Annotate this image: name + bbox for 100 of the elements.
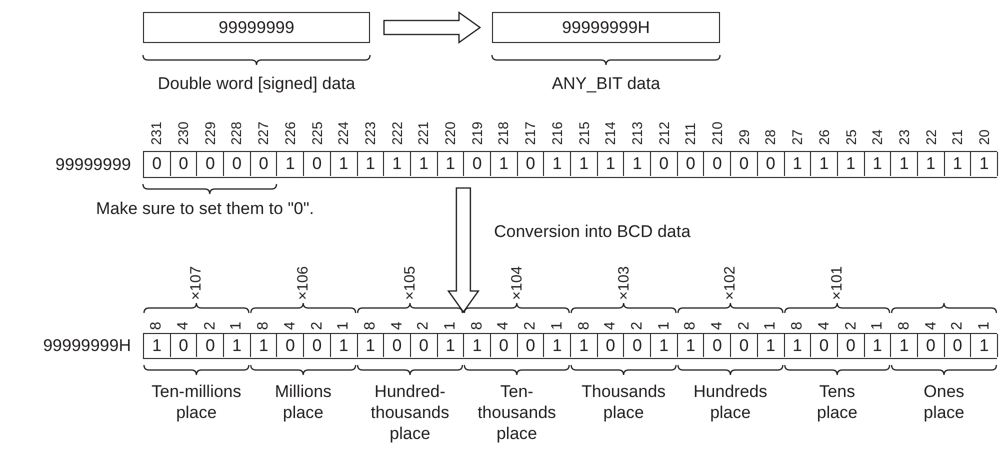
bit-cell: 0 <box>490 334 518 358</box>
bit-weight: 1 <box>336 322 351 330</box>
bit-cell: 1 <box>784 334 812 358</box>
bit-weight: 25 <box>844 129 858 145</box>
bit-cell: 1 <box>891 152 918 176</box>
place-label: Ten- thousands place <box>478 381 556 444</box>
bit-cell: 1 <box>971 152 998 176</box>
bit-weight: 228 <box>229 122 244 145</box>
bit-cell: 0 <box>838 334 865 358</box>
bit-cell: 1 <box>544 152 571 176</box>
bit-cell: 0 <box>758 152 784 176</box>
bit-weight: 4 <box>389 322 404 330</box>
bit-cell: 1 <box>490 152 518 176</box>
bit-weight: 22 <box>924 129 938 145</box>
bit-weight: 8 <box>148 322 164 330</box>
bit-weight: 222 <box>390 122 404 145</box>
bit-cell: 0 <box>170 152 198 176</box>
place-label: Millions place <box>274 381 332 423</box>
bit-cell: 0 <box>250 152 278 176</box>
place-multiplier: ×104 <box>509 266 524 300</box>
bit-cell: 0 <box>277 334 304 358</box>
caption: ANY_BIT data <box>552 74 660 94</box>
bit-weight: 2 <box>629 322 644 330</box>
bit-cell: 0 <box>598 334 624 358</box>
bit-weight: 217 <box>523 122 538 145</box>
bit-weight: 8 <box>362 322 378 330</box>
bit-cell: 1 <box>571 152 598 176</box>
place-multiplier: ×101 <box>830 266 845 300</box>
bit-weight: 23 <box>896 129 911 145</box>
bit-cell: 0 <box>731 334 758 358</box>
bit-cell: 1 <box>784 152 812 176</box>
bit-weight: 8 <box>256 322 271 330</box>
bit-cell: 0 <box>170 334 198 358</box>
bit-weight: 210 <box>710 122 724 145</box>
bit-weight: 214 <box>603 122 618 145</box>
row-label: 99999999H <box>43 336 131 356</box>
bit-weight: 1 <box>656 322 672 330</box>
bit-weight: 4 <box>282 322 298 330</box>
bit-weight: 216 <box>550 122 564 145</box>
bit-cell: 1 <box>464 334 491 358</box>
bit-weight: 8 <box>682 322 698 330</box>
bit-weight: 229 <box>202 122 217 145</box>
place-multiplier: ×107 <box>188 266 204 300</box>
bit-cell: 0 <box>651 152 678 176</box>
value-box: 99999999 <box>143 12 370 43</box>
bit-cell: 0 <box>144 152 171 176</box>
bit-cell: 1 <box>250 334 278 358</box>
place-multiplier: ×105 <box>402 266 418 300</box>
bit-weight: 213 <box>630 122 644 145</box>
bit-cell: 1 <box>918 152 945 176</box>
bit-weight: 225 <box>310 122 324 145</box>
bit-weight: 4 <box>176 322 191 330</box>
bit-weight: 1 <box>228 322 244 330</box>
bit-weight: 220 <box>443 122 458 145</box>
place-label: Hundred- thousands place <box>370 381 450 444</box>
bit-weight: 219 <box>470 122 484 145</box>
bit-cell: 0 <box>704 334 732 358</box>
bit-cell: 0 <box>384 334 411 358</box>
bit-weight: 218 <box>496 122 510 145</box>
block-arrow <box>447 187 480 314</box>
bit-weight: 8 <box>896 322 912 330</box>
bit-weight: 231 <box>149 122 164 145</box>
place-multiplier: ×102 <box>722 266 738 300</box>
bit-cell: 1 <box>544 334 571 358</box>
bit-weight: 4 <box>602 322 618 330</box>
bit-weight: 27 <box>790 129 804 145</box>
bit-weight: 2 <box>309 322 324 330</box>
bit-cell: 1 <box>438 334 464 358</box>
place-multiplier: ×106 <box>296 266 311 300</box>
place-label: Hundreds place <box>694 381 768 423</box>
bit-cell: 1 <box>624 152 652 176</box>
bit-weight: 2 <box>736 322 752 330</box>
bit-weight: 21 <box>950 129 964 145</box>
bit-weight: 2 <box>416 322 431 330</box>
place-multiplier: ×103 <box>616 266 632 300</box>
bit-cell: 0 <box>197 152 224 176</box>
place-label: Ten-millions place <box>152 381 242 423</box>
bit-cell: 1 <box>651 334 678 358</box>
bit-weight: 215 <box>576 122 591 145</box>
block-arrow <box>383 11 482 44</box>
bit-weight: 28 <box>763 129 778 145</box>
bit-cell: 1 <box>330 152 358 176</box>
bit-weight: 29 <box>736 129 751 145</box>
bit-weight: 2 <box>202 322 218 330</box>
note: Make sure to set them to "0". <box>96 199 314 219</box>
bit-weight: 1 <box>870 322 885 330</box>
bit-weight: 221 <box>416 122 430 145</box>
bit-cell: 1 <box>571 334 598 358</box>
bit-cell: 0 <box>197 334 224 358</box>
bit-weight: 2 <box>522 322 538 330</box>
bit-cell: 1 <box>330 334 358 358</box>
bit-cell: 1 <box>971 334 998 358</box>
bit-cell: 1 <box>358 152 384 176</box>
bit-cell: 1 <box>864 152 892 176</box>
bit-cell: 1 <box>758 334 784 358</box>
bit-cell: 1 <box>811 152 838 176</box>
bit-weight: 2 <box>950 322 965 330</box>
bit-cell: 1 <box>410 152 438 176</box>
bit-cell: 0 <box>518 334 544 358</box>
bit-weight: 26 <box>816 129 831 145</box>
